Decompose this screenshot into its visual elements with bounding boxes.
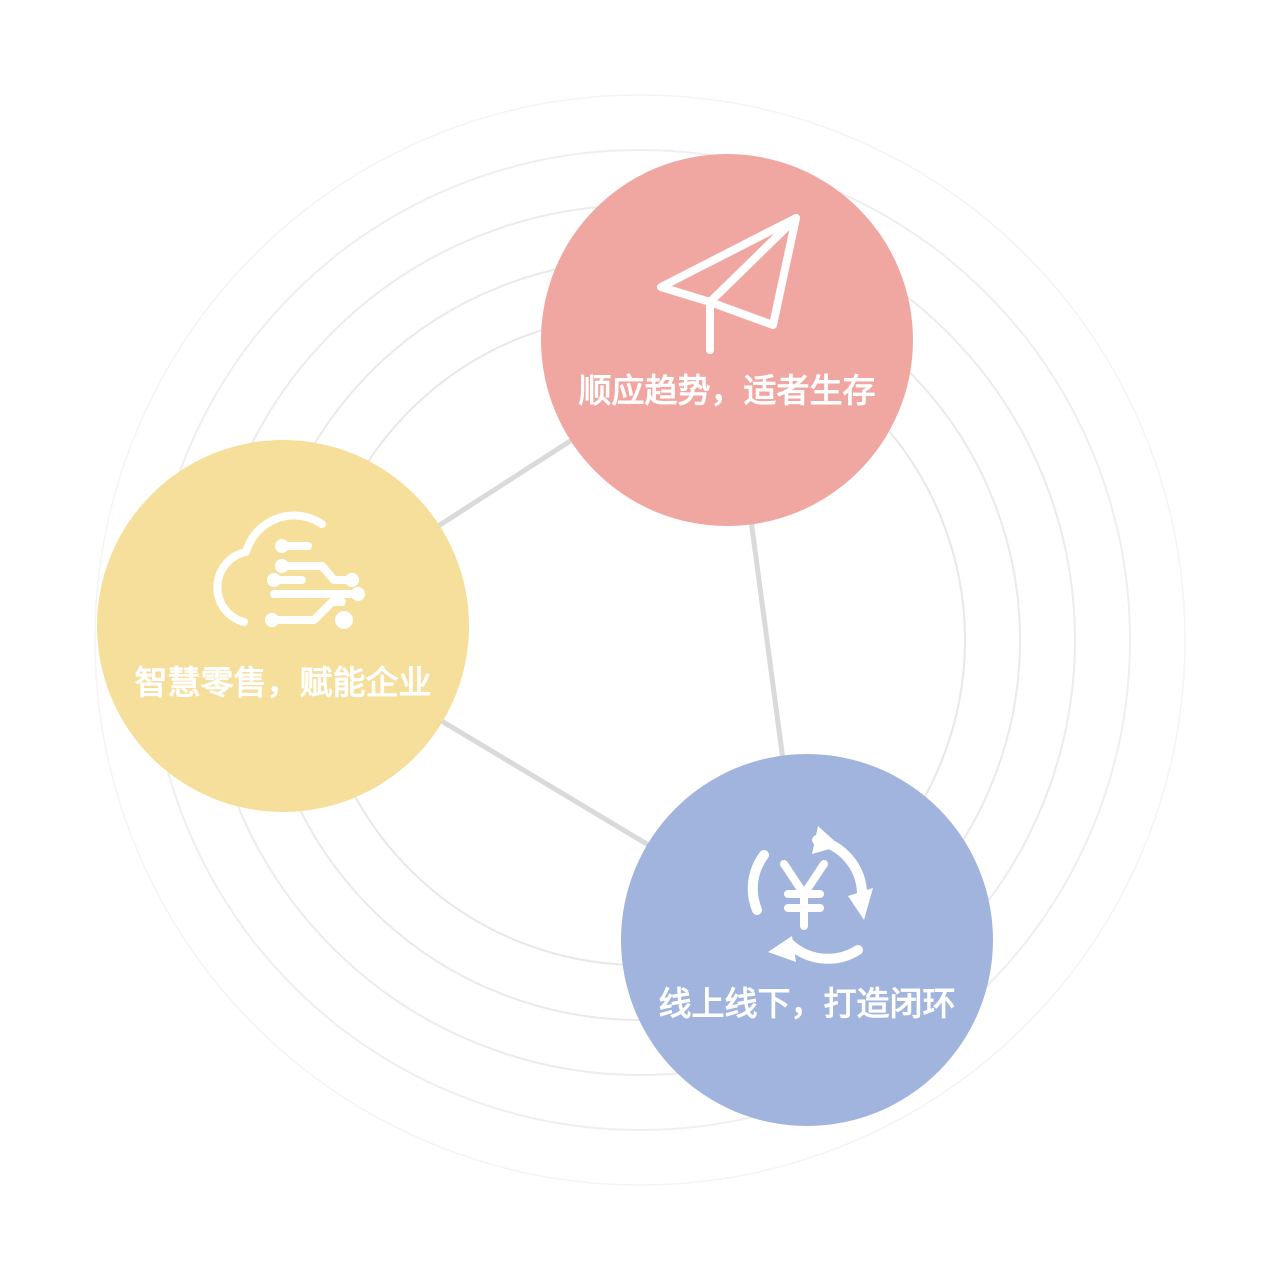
node-top-label: 顺应趋势，适者生存	[579, 371, 876, 410]
node-right: 线上线下，打造闭环	[621, 754, 993, 1126]
node-left-label: 智慧零售，赋能企业	[135, 663, 432, 702]
node-top: 顺应趋势，适者生存	[541, 154, 913, 526]
node-right-circle	[621, 754, 993, 1126]
node-top-circle	[541, 154, 913, 526]
yuan-cycle-icon	[747, 826, 873, 964]
node-right-label: 线上线下，打造闭环	[659, 984, 956, 1023]
node-left-circle	[97, 440, 469, 812]
circuit-dots	[265, 539, 365, 629]
node-left: 智慧零售，赋能企业	[97, 440, 469, 812]
ring	[94, 94, 1186, 1186]
paper-plane-icon	[657, 214, 800, 354]
